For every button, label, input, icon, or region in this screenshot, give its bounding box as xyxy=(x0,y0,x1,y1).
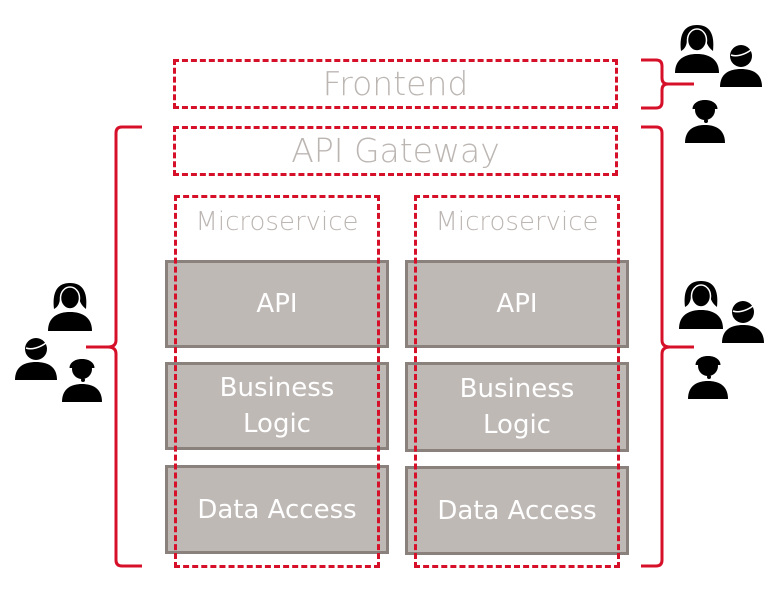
layer-label: Business xyxy=(219,373,335,403)
layer-label: Data Access xyxy=(197,494,357,525)
microservice-label: Microservice xyxy=(435,207,599,237)
layer-label-line2: Logic xyxy=(243,409,311,439)
api-gateway-box: API Gateway xyxy=(173,126,618,176)
woman-icon xyxy=(678,280,724,330)
backend-bracket-left xyxy=(86,125,142,568)
support-agent-icon xyxy=(683,98,727,145)
ms2-data-access-layer: Data Access xyxy=(405,466,629,555)
microservice-frame-2: Microservice xyxy=(414,195,620,568)
woman-icon xyxy=(674,24,720,74)
ms1-api-layer: API xyxy=(165,260,389,348)
microservice-label: Microservice xyxy=(195,207,359,237)
ms1-business-logic-layer: Business Logic xyxy=(165,362,389,450)
backend-team-left xyxy=(14,282,104,404)
layer-label: Data Access xyxy=(437,495,597,526)
layer-label: API xyxy=(256,289,298,319)
microservice-frame-1: Microservice xyxy=(174,195,380,568)
api-gateway-label: API Gateway xyxy=(291,131,500,170)
frontend-bracket xyxy=(641,58,694,110)
man-icon xyxy=(719,44,763,88)
ms1-data-access-layer: Data Access xyxy=(165,465,389,554)
layer-label: Business xyxy=(459,374,575,404)
support-agent-icon xyxy=(60,357,104,404)
layer-label: API xyxy=(496,289,538,319)
support-agent-icon xyxy=(686,354,730,401)
backend-team-right xyxy=(678,280,765,401)
layer-label-line2: Logic xyxy=(483,410,551,440)
man-icon xyxy=(721,300,765,344)
ms2-api-layer: API xyxy=(405,260,629,348)
frontend-label: Frontend xyxy=(322,64,469,103)
ms2-business-logic-layer: Business Logic xyxy=(405,362,629,452)
woman-icon xyxy=(47,282,93,332)
frontend-box: Frontend xyxy=(173,59,618,109)
backend-bracket-right xyxy=(641,125,694,568)
man-icon xyxy=(14,337,58,381)
